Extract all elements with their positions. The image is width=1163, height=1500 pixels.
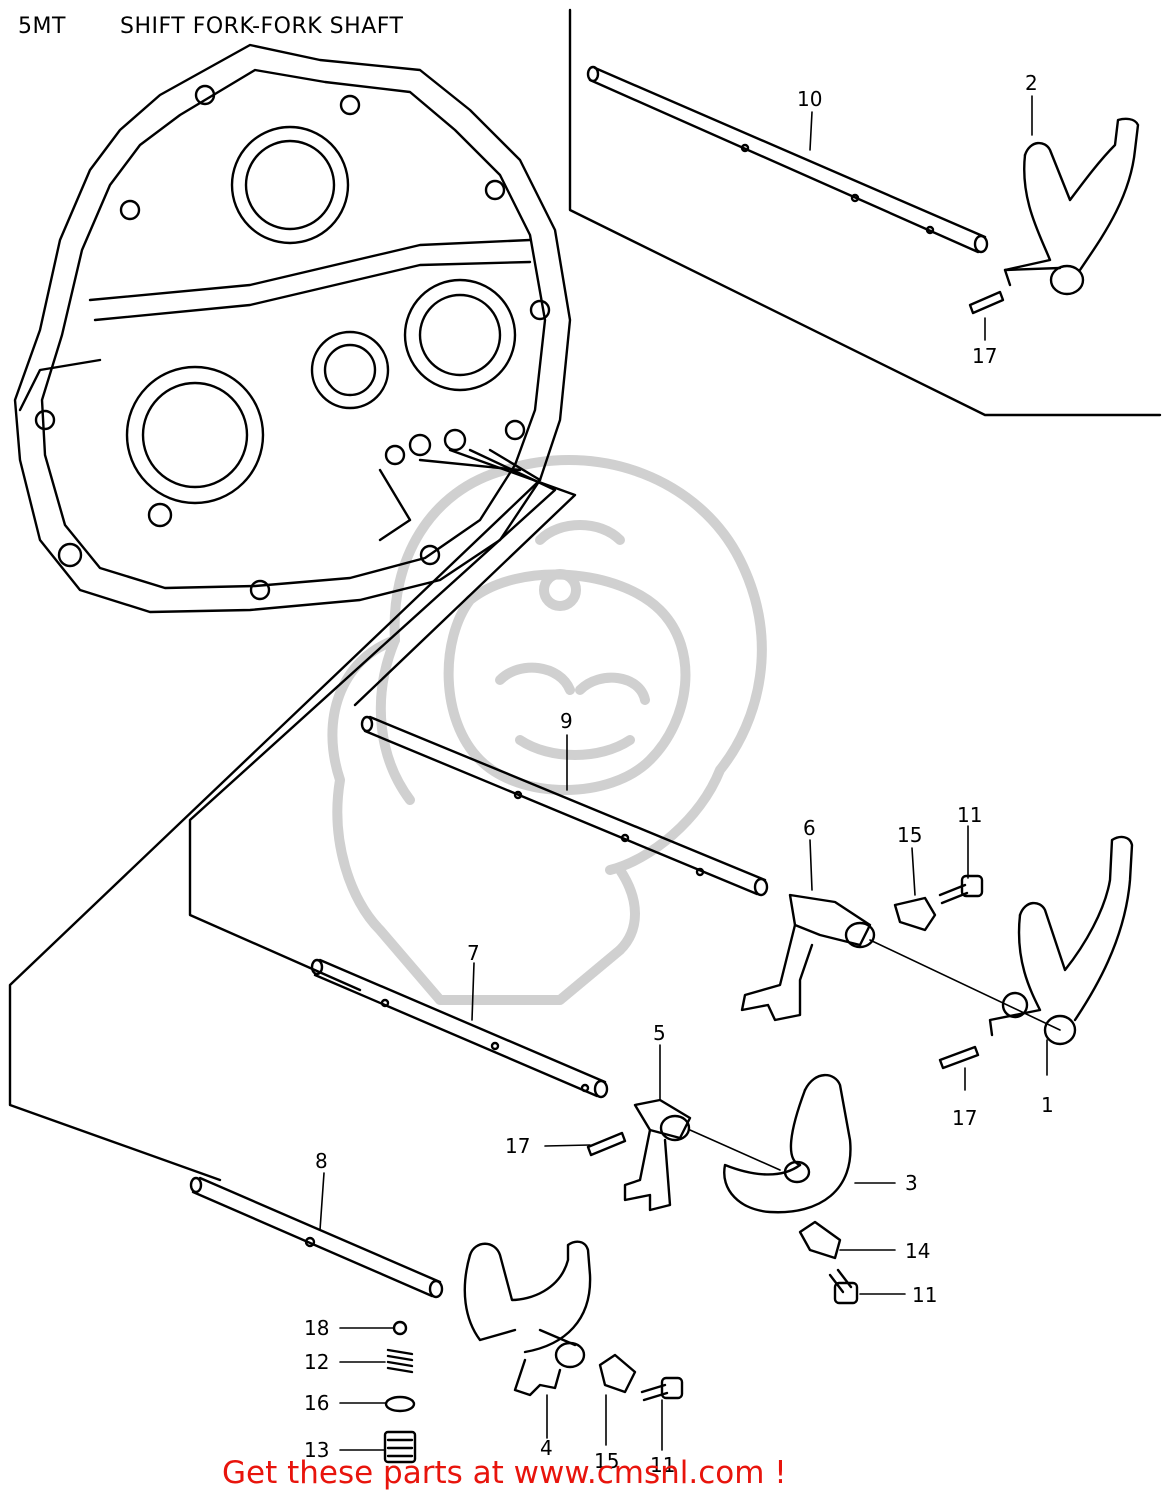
spring-12 xyxy=(386,1348,414,1374)
callout-9: 9 xyxy=(560,709,573,733)
callout-8: 8 xyxy=(315,1149,328,1173)
callout-15-upper: 15 xyxy=(897,823,922,847)
callout-2: 2 xyxy=(1025,71,1038,95)
pin-17-upper xyxy=(968,290,1005,315)
group-frame-middle xyxy=(353,448,577,707)
guide-14 xyxy=(798,1220,842,1260)
promo-link[interactable]: Get these parts at www.cmsnl.com ! xyxy=(222,1455,787,1491)
callout-15-lower: 15 xyxy=(594,1449,619,1473)
shift-fork-1 xyxy=(988,835,1134,1046)
pin-17-middle xyxy=(938,1045,980,1070)
callout-16: 16 xyxy=(304,1391,329,1415)
fork-shaft-9 xyxy=(360,715,769,897)
group-frame-outer xyxy=(8,448,542,1182)
callout-17-top: 17 xyxy=(972,344,997,368)
shaft-axis-upper xyxy=(869,939,1061,1031)
callout-18: 18 xyxy=(304,1316,329,1340)
watermark-mascot-icon xyxy=(327,455,767,1005)
transmission-case xyxy=(13,43,572,614)
diagram-code: 5MT xyxy=(18,14,66,39)
callout-1: 1 xyxy=(1041,1093,1054,1117)
callout-11-mid: 11 xyxy=(912,1283,937,1307)
shift-fork-4 xyxy=(463,1240,592,1397)
callout-12: 12 xyxy=(304,1350,329,1374)
callout-13: 13 xyxy=(304,1438,329,1462)
callout-7: 7 xyxy=(467,941,480,965)
bolt-11-upper xyxy=(938,874,984,905)
plug-13 xyxy=(383,1430,417,1464)
shift-piece-6 xyxy=(740,893,876,1022)
callout-17-middle: 17 xyxy=(952,1106,977,1130)
leader-lines xyxy=(319,95,1048,1451)
callout-5: 5 xyxy=(653,1021,666,1045)
shift-piece-5 xyxy=(623,1098,692,1212)
callout-11-upper: 11 xyxy=(957,803,982,827)
fork-shaft-7 xyxy=(310,958,609,1099)
callout-6: 6 xyxy=(803,816,816,840)
detent-ball-18 xyxy=(392,1320,408,1336)
callout-11-lower: 11 xyxy=(650,1453,675,1477)
pin-17-lower xyxy=(586,1131,627,1157)
fork-shaft-8 xyxy=(189,1176,444,1299)
callout-10: 10 xyxy=(797,87,822,111)
callout-3: 3 xyxy=(905,1171,918,1195)
callout-labels: 10 2 17 9 6 15 11 1 17 7 5 17 3 14 11 8 … xyxy=(304,71,1054,1477)
shift-fork-3 xyxy=(689,1073,852,1214)
group-frame-lower xyxy=(188,448,557,992)
callout-4: 4 xyxy=(540,1436,553,1460)
diagram-title: SHIFT FORK-FORK SHAFT xyxy=(120,14,404,39)
bolt-11-mid xyxy=(828,1268,859,1305)
washer-16 xyxy=(384,1395,416,1413)
guide-15-upper xyxy=(893,896,937,932)
guide-15-lower xyxy=(598,1353,637,1394)
shift-fork-2 xyxy=(1003,117,1140,296)
callout-17-lower: 17 xyxy=(505,1134,530,1158)
group-frame-upper xyxy=(568,8,1162,417)
callout-14: 14 xyxy=(905,1239,930,1263)
bolt-11-lower xyxy=(640,1376,684,1402)
fork-shaft-10 xyxy=(586,65,989,254)
